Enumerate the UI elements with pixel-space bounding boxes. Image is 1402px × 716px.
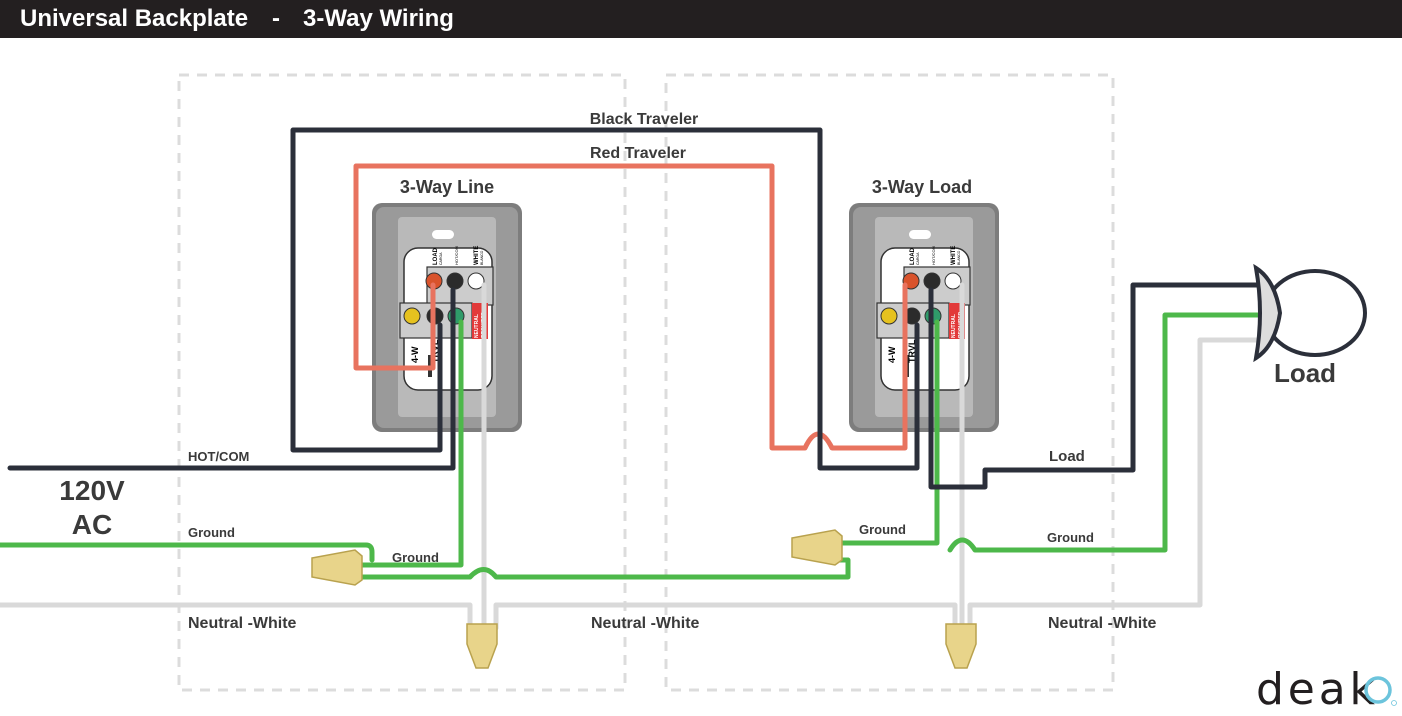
label-load-fixture: Load [1274, 358, 1336, 388]
plate-label-carga: CARGA [439, 252, 443, 265]
junction-box-line [177, 73, 627, 692]
label-ground-load: Ground [859, 522, 906, 537]
switch-title-load: 3-Way Load [872, 177, 972, 197]
red-traveler-wire [353, 163, 908, 451]
plate-label-blanco: BLANCO [480, 250, 484, 265]
switch-plate-load: LOAD CARGA HOT/COM WHITE BLANCO NEUTRAL … [848, 202, 1000, 433]
label-ground-fixture: Ground [1047, 530, 1094, 545]
wire-nut-ground-line [311, 549, 363, 586]
plate-label-load: LOAD [910, 247, 916, 265]
wire-nut-neutral-line [466, 623, 498, 669]
svg-text:deak: deak [1256, 664, 1376, 715]
title-bar: Universal Backplate - 3-Way Wiring [0, 0, 1402, 38]
label-ground-supply: Ground [188, 525, 235, 540]
subtitle: 3-Way Wiring [303, 5, 454, 32]
plate-label-blanco: BLANCO [957, 250, 961, 265]
deako-logo: deak [1256, 664, 1397, 715]
label-neutral-3: Neutral -White [1048, 615, 1157, 632]
junction-box-load [664, 73, 1115, 692]
label-hot-com: HOT/COM [188, 449, 249, 464]
plate-label-neutral: NEUTRAL [474, 314, 480, 338]
plate-label-4w: 4-W [410, 346, 420, 363]
title-separator: - [272, 5, 280, 32]
wire-nut-neutral-load [945, 623, 977, 669]
wire-nut-ground-load [791, 529, 843, 566]
plate-label-hotcom: HOT/COM [454, 246, 459, 265]
label-neutral-2: Neutral -White [591, 615, 700, 632]
plate-label-4w: 4-W [887, 346, 897, 363]
plate-label-trvl: TRVL [907, 339, 917, 363]
plate-label-neutral: NEUTRAL [951, 314, 957, 338]
label-ac: AC [72, 509, 112, 540]
switch-plate-line: LOAD CARGA HOT/COM WHITE BLANCO NEUTRAL … [371, 202, 523, 433]
wire-nuts [311, 529, 977, 669]
label-red-traveler: Red Traveler [590, 145, 686, 162]
label-black-traveler: Black Traveler [590, 111, 699, 128]
neutral-wires [0, 282, 1261, 631]
title: Universal Backplate [20, 5, 249, 32]
switch-title-line: 3-Way Line [400, 177, 494, 197]
plate-label-white: WHITE [474, 246, 480, 265]
plate-label-carga: CARGA [916, 252, 920, 265]
label-120v: 120V [59, 475, 125, 506]
plate-label-hotcom: HOT/COM [931, 246, 936, 265]
plate-label-load: LOAD [433, 247, 439, 265]
plate-label-white: WHITE [951, 246, 957, 265]
label-load-wire: Load [1049, 448, 1085, 465]
ground-wires [0, 312, 1261, 580]
light-bulb-icon [1253, 263, 1367, 363]
label-neutral-1: Neutral -White [188, 615, 297, 632]
black-wires [7, 127, 1261, 490]
label-ground-line: Ground [392, 550, 439, 565]
